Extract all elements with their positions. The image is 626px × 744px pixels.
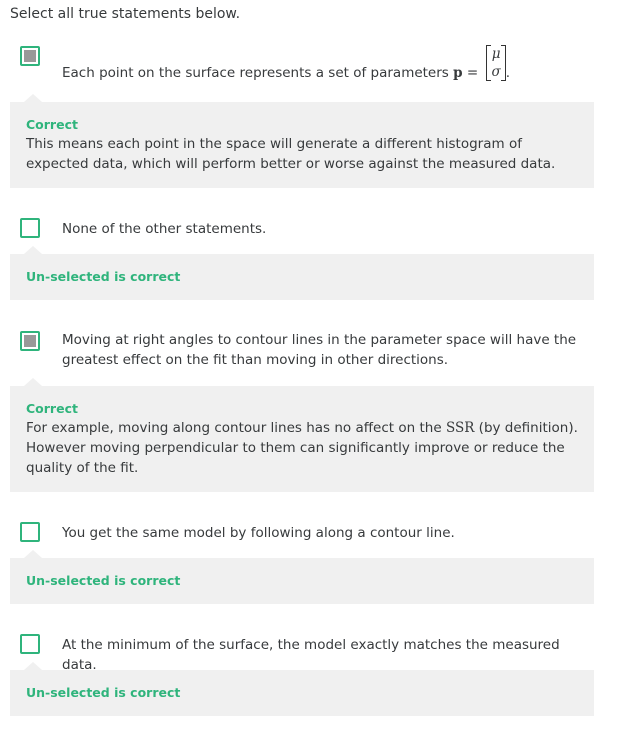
option-2-checkbox[interactable] — [20, 218, 40, 238]
option-5-text: At the minimum of the surface, the model… — [62, 637, 560, 673]
option-1-matrix: μ σ — [486, 45, 506, 81]
option-4[interactable]: You get the same model by following alon… — [20, 521, 590, 545]
option-3-feedback-text: For example, moving along contour lines … — [26, 420, 578, 476]
instruction-text: Select all true statements below. — [10, 6, 241, 22]
option-3[interactable]: Moving at right angles to contour lines … — [20, 330, 590, 372]
option-2-feedback-title: Un-selected is correct — [26, 269, 181, 284]
option-4-feedback: Un-selected is correct — [10, 550, 594, 604]
option-1[interactable]: Each point on the surface represents a s… — [20, 44, 590, 88]
option-1-math: p = — [453, 65, 479, 81]
option-3-checkbox[interactable] — [20, 331, 40, 351]
option-3-feedback-title: Correct — [26, 401, 78, 416]
option-2-feedback: Un-selected is correct — [10, 246, 594, 300]
option-4-feedback-title: Un-selected is correct — [26, 573, 181, 588]
option-1-feedback-title: Correct — [26, 117, 78, 132]
option-4-checkbox[interactable] — [20, 522, 40, 542]
option-1-label: Each point on the surface represents a s… — [62, 65, 449, 81]
option-1-feedback: Correct This means each point in the spa… — [10, 94, 594, 188]
option-5-feedback-title: Un-selected is correct — [26, 685, 181, 700]
option-5-checkbox[interactable] — [20, 634, 40, 654]
option-1-text: Each point on the surface represents a s… — [62, 45, 510, 81]
option-5-feedback: Un-selected is correct — [10, 662, 594, 716]
option-1-checkbox[interactable] — [20, 46, 40, 66]
ssr-math: SSR — [445, 420, 475, 436]
option-1-feedback-text: This means each point in the space will … — [26, 136, 556, 172]
option-3-text: Moving at right angles to contour lines … — [62, 332, 577, 368]
option-2[interactable]: None of the other statements. — [20, 217, 590, 241]
option-3-feedback: Correct For example, moving along contou… — [10, 378, 594, 492]
option-4-text: You get the same model by following alon… — [62, 525, 455, 541]
option-2-text: None of the other statements. — [62, 221, 267, 237]
option-5[interactable]: At the minimum of the surface, the model… — [20, 633, 590, 673]
